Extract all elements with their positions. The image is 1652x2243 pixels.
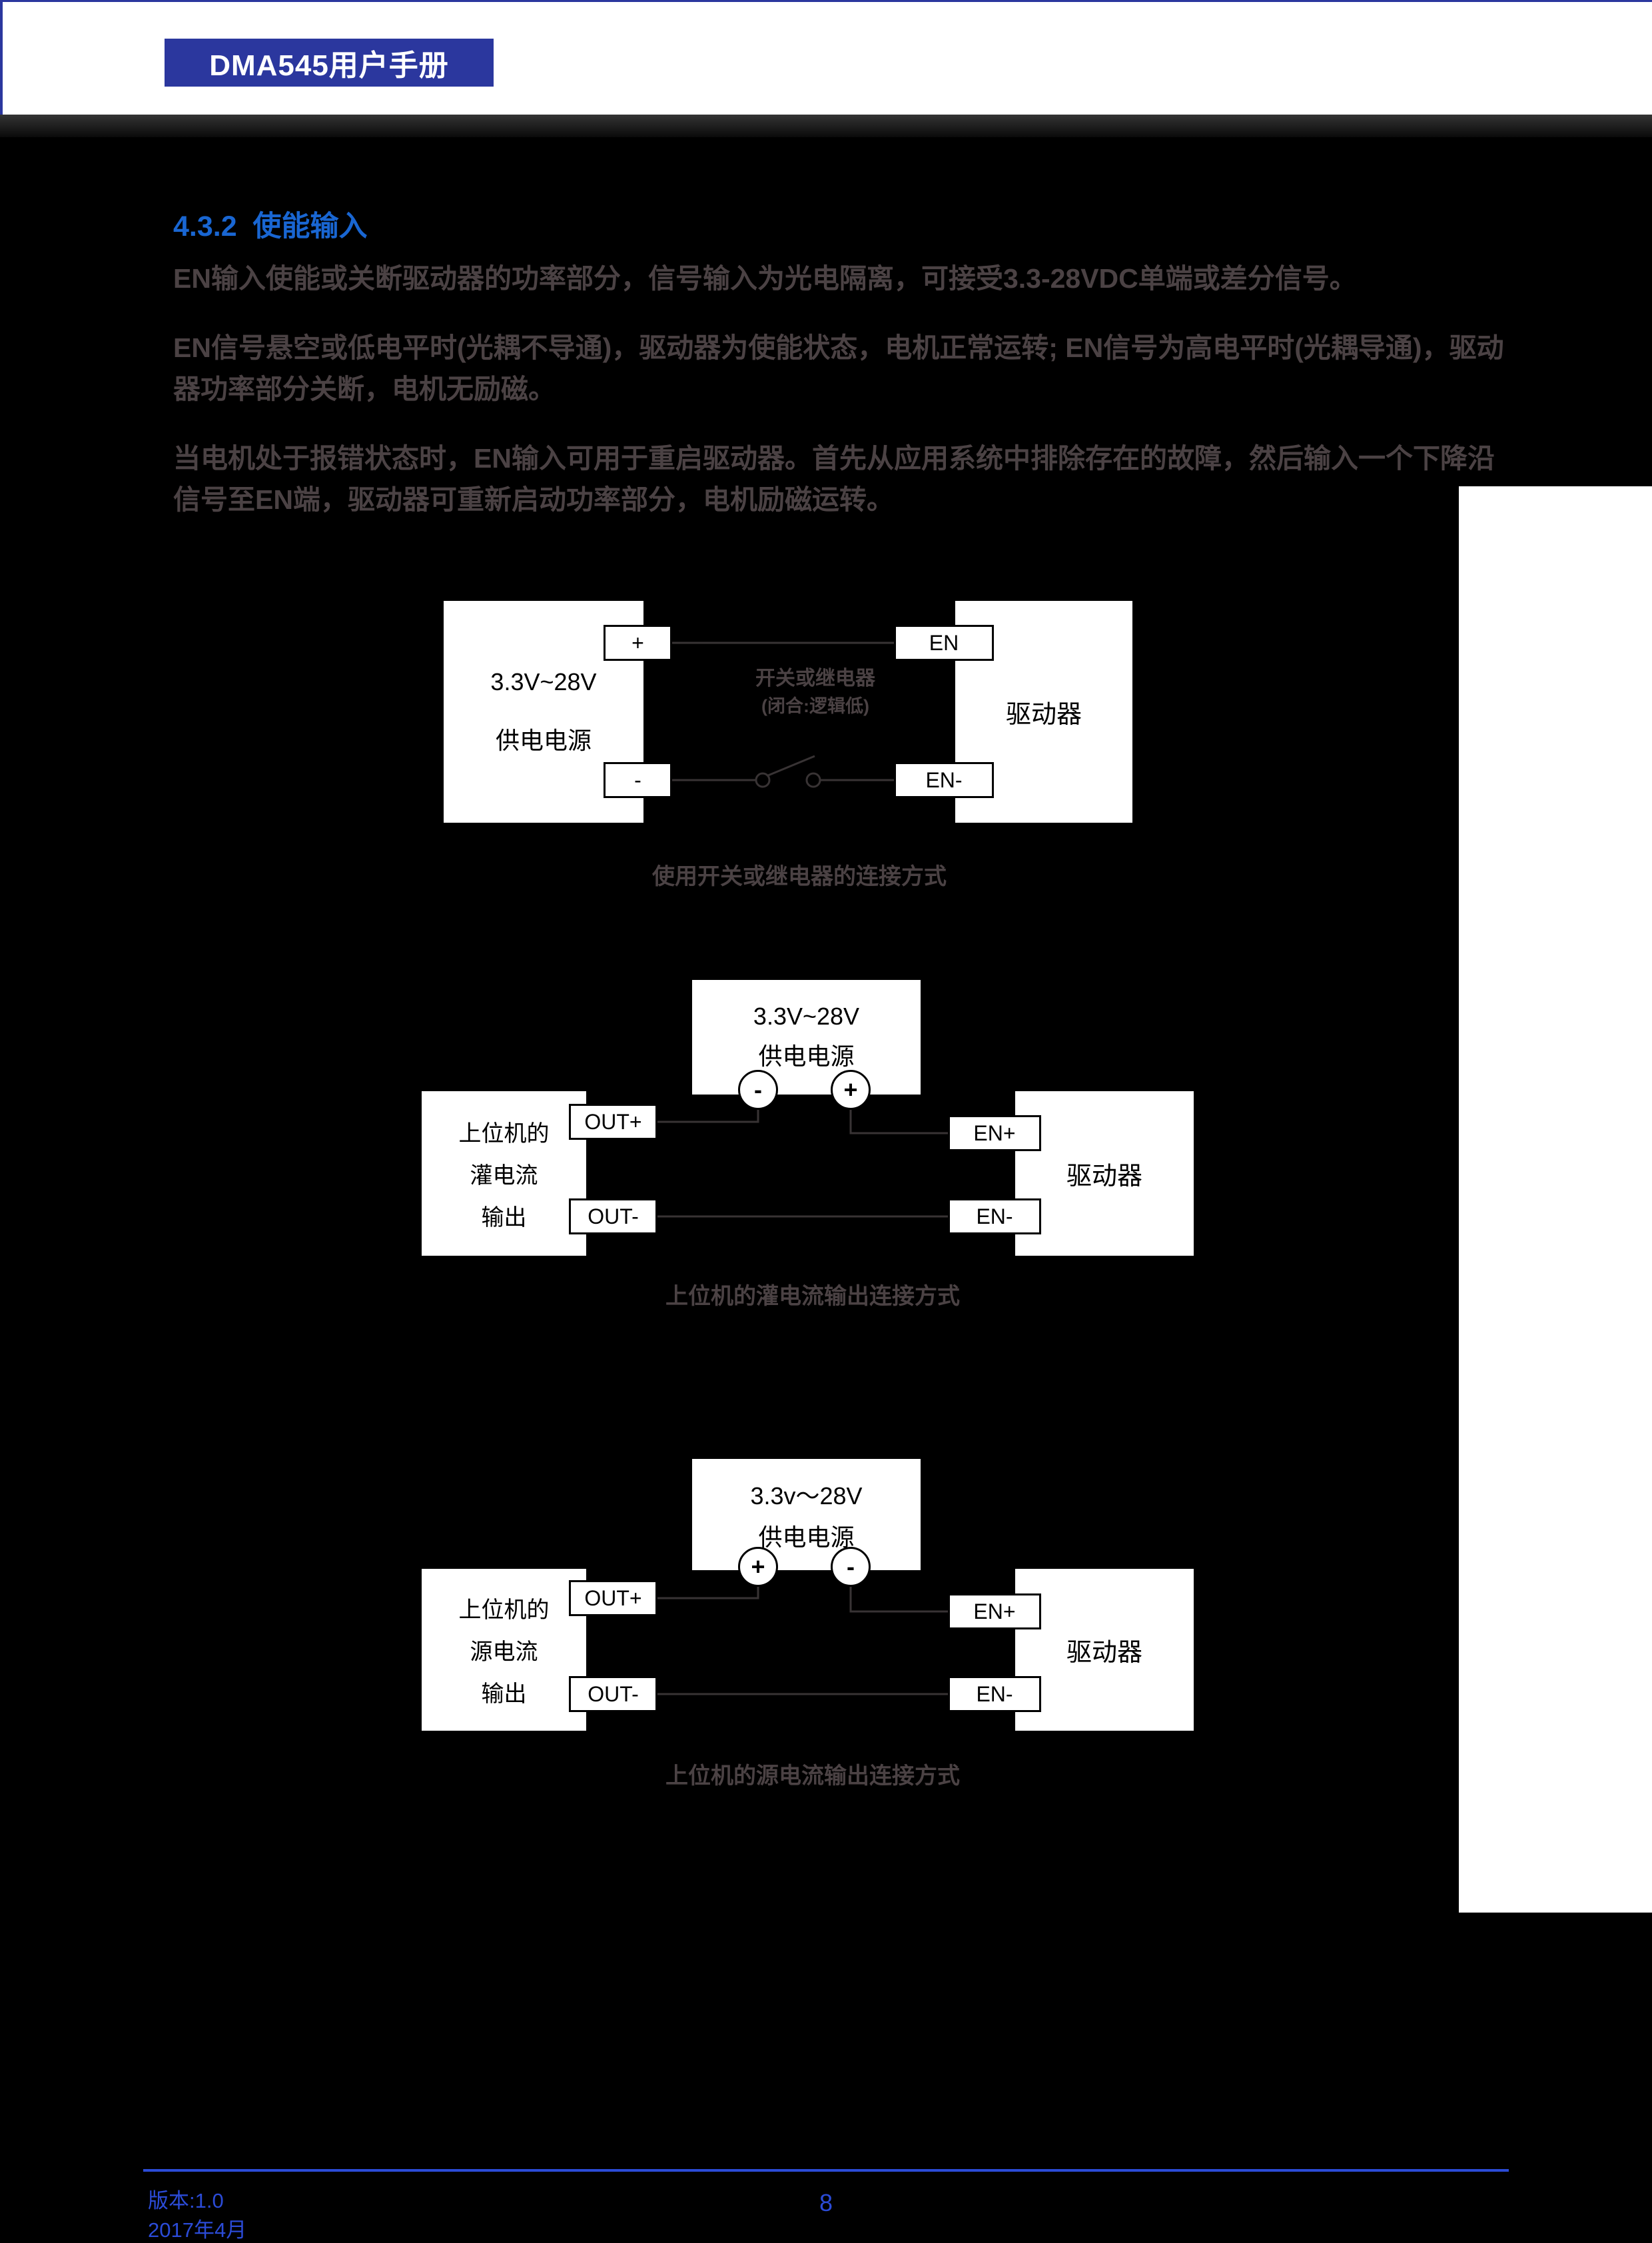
footer-divider [143,2169,1509,2172]
footer-version: 版本:1.0 [148,2189,224,2212]
terminal-out-plus: OUT+ [569,1580,657,1616]
manual-title-badge: DMA545用户手册 [165,39,494,87]
host-label-line1: 上位机的 [458,1121,550,1146]
supply-voltage-label: 3.3V~28V [753,1003,860,1030]
caption-sink-diagram: 上位机的灌电流输出连接方式 [665,1284,960,1309]
diagram-sink-wires [657,1110,948,1218]
supply-name-label: 供电电源 [495,726,592,754]
terminal-en-minus: EN- [948,1676,1041,1712]
caption-switch-diagram: 使用开关或继电器的连接方式 [652,864,947,889]
host-label-line3: 输出 [481,1681,527,1707]
driver-label: 驱动器 [1005,701,1082,729]
right-margin-white-block [1459,486,1652,1913]
paragraph-en-levels: EN信号悬空或低电平时(光耦不导通)，驱动器为使能状态，电机正常运转; EN信号… [173,332,1504,404]
supply-voltage-label: 3.3v～28V [750,1482,863,1510]
terminal-en-minus: EN- [894,762,994,798]
header-divider-bar [0,115,1652,137]
terminal-en: EN [894,625,994,661]
supply-minus-terminal: - [831,1547,871,1587]
diagram-source-wires [657,1587,948,1695]
switch-logic-label: (闭合:逻辑低) [761,696,869,716]
terminal-out-minus: OUT- [569,1676,657,1712]
footer-page-number: 8 [819,2189,833,2216]
caption-source-diagram: 上位机的源电流输出连接方式 [665,1763,960,1789]
terminal-plus: + [604,625,672,661]
host-label-line1: 上位机的 [458,1597,550,1623]
footer-date: 2017年4月 [148,2218,247,2242]
paragraph-en-restart: 当电机处于报错状态时，EN输入可用于重启驱动器。首先从应用系统中排除存在的故障，… [173,443,1495,515]
host-box: 上位机的 灌电流 输出 [422,1091,586,1256]
host-label-line2: 灌电流 [470,1163,538,1188]
diagram-sinking-output: 3.3V~28V 供电电源 - + 上位机的 灌电流 输出 驱动器 OUT+ O… [413,969,1212,1256]
driver-box: 驱动器 [1015,1091,1194,1256]
terminal-en-plus: EN+ [948,1593,1041,1629]
terminal-en-plus: EN+ [948,1115,1041,1151]
terminal-en-minus: EN- [948,1198,1041,1234]
terminal-out-plus: OUT+ [569,1104,657,1140]
supply-minus-terminal: - [738,1070,778,1110]
supply-plus-terminal: + [738,1547,778,1587]
page-header: DMA545用户手册 [0,0,1652,115]
driver-label: 驱动器 [1066,1639,1142,1667]
diagram-switch-wires [672,642,894,788]
host-box: 上位机的 源电流 输出 [422,1569,586,1731]
section-heading: 4.3.2 使能输入 [173,211,368,242]
supply-voltage-label: 3.3V~28V [490,668,597,695]
host-label-line3: 输出 [481,1205,527,1230]
diagram-sourcing-output: 3.3v～28V 供电电源 + - 上位机的 源电流 输出 驱动器 OUT+ O… [413,1449,1212,1735]
terminal-minus: - [604,762,672,798]
switch-relay-label: 开关或继电器 [755,668,875,689]
paragraph-en-intro: EN输入使能或关断驱动器的功率部分，信号输入为光电隔离，可接受3.3-28VDC… [173,263,1357,294]
supply-name-label: 供电电源 [758,1523,855,1551]
supply-name-label: 供电电源 [758,1043,855,1070]
terminal-out-minus: OUT- [569,1198,657,1234]
diagram-switch-relay: 3.3V~28V 供电电源 驱动器 + - EN EN- 开关或继电器 (闭合:… [426,596,1199,829]
supply-box: 3.3v～28V 供电电源 [692,1459,921,1570]
supply-plus-terminal: + [831,1070,871,1110]
supply-box: 3.3V~28V 供电电源 [692,980,921,1095]
driver-box: 驱动器 [1015,1569,1194,1731]
host-label-line2: 源电流 [470,1639,538,1665]
driver-label: 驱动器 [1066,1162,1142,1190]
